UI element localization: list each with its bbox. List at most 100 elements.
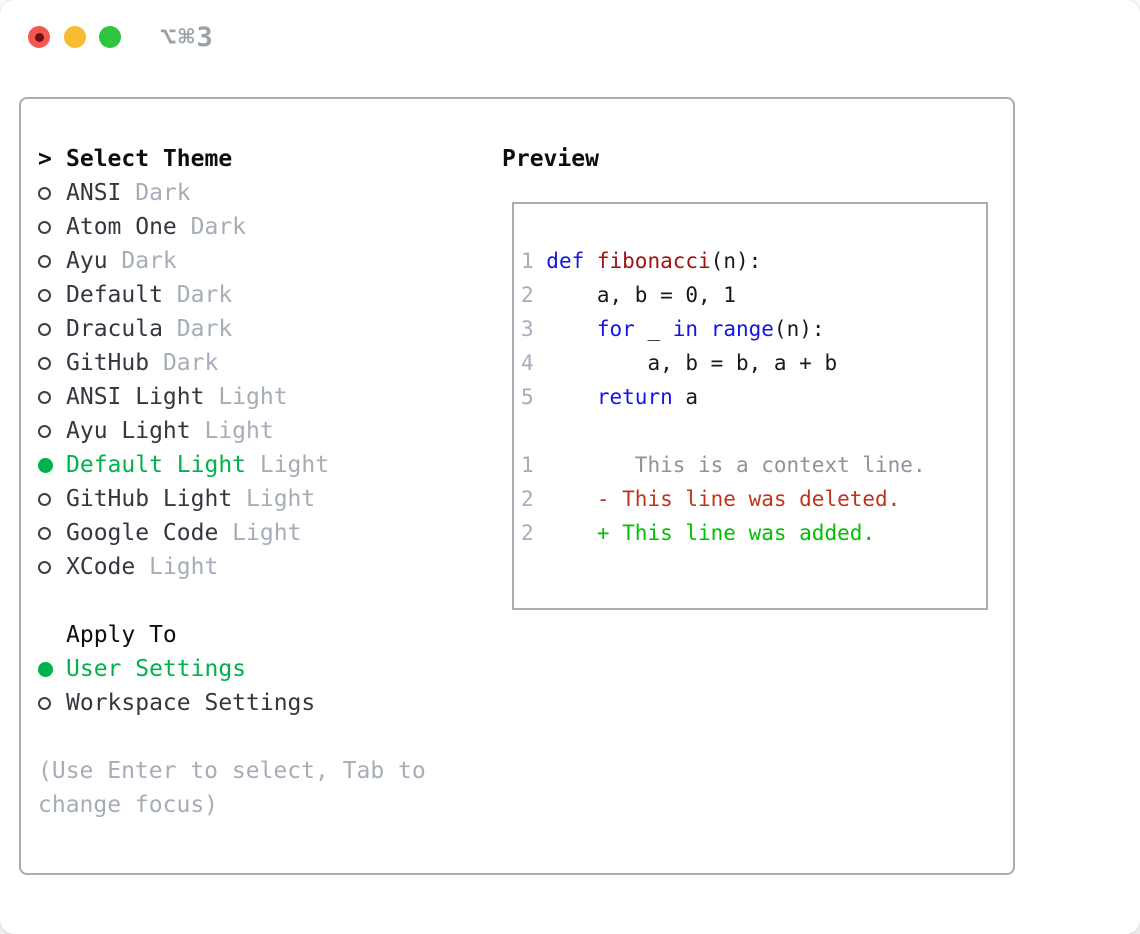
theme-list-header: >Select Theme [38,142,426,176]
code-segment-ln: 5 [521,385,547,409]
hint-line: change focus) [38,792,219,818]
code-line: 5 return a [521,380,986,414]
theme-option[interactable]: XCode Light [38,550,426,584]
theme-option[interactable]: Ayu Dark [38,244,426,278]
theme-option-text: XCode Light [66,550,218,584]
theme-option[interactable]: Default Light Light [38,448,426,482]
theme-option-text: ANSI Light Light [66,380,288,414]
theme-variant-tag: Dark [107,248,177,274]
code-segment-pl: a [672,385,699,409]
theme-name: Ayu [66,248,108,274]
hint-line: (Use Enter to select, Tab to [38,758,426,784]
radio-selected-icon [38,661,53,677]
theme-option[interactable]: Atom One Dark [38,210,426,244]
theme-variant-tag: Light [204,384,288,410]
theme-name: Google Code [66,520,219,546]
theme-option-text: Dracula Dark [66,312,232,346]
code-segment-kw: for [596,317,635,341]
theme-name: Default [66,282,163,308]
theme-variant-tag: Light [218,520,302,546]
zoom-button[interactable] [99,26,121,48]
minimize-button[interactable] [64,26,86,48]
theme-option[interactable]: Google Code Light [38,516,426,550]
code-segment-pl: a, b = 0, 1 [546,283,736,307]
theme-name: Default Light [66,452,247,478]
close-dot-icon [34,32,44,42]
radio-unselected-icon [38,220,51,234]
radio-unselected-icon [38,254,51,268]
code-segment-pl [698,317,711,341]
code-segment-del: - This line was deleted. [596,487,901,511]
theme-option-text: ANSI Dark [66,176,191,210]
radio-box [38,686,66,720]
apply-to-header: Apply To [38,618,426,652]
theme-variant-tag: Light [232,486,316,512]
theme-option[interactable]: Dracula Dark [38,312,426,346]
radio-selected-icon [38,457,53,473]
radio-unselected-icon [38,390,51,404]
theme-variant-tag: Light [246,452,330,478]
code-line: 1 This is a context line. [521,448,986,482]
radio-box [38,448,66,482]
code-segment-ln: 4 [521,351,547,375]
code-segment-pl: a, b = b, a + b [546,351,838,375]
theme-option[interactable]: GitHub Dark [38,346,426,380]
code-segment-pl [534,487,597,511]
code-segment-pl [534,521,597,545]
radio-box [38,652,66,686]
theme-variant-tag: Light [135,554,219,580]
close-button[interactable] [28,26,50,48]
apply-to-title: Apply To [66,622,177,648]
radio-box [38,346,66,380]
theme-option-text: GitHub Dark [66,346,218,380]
radio-unselected-icon [38,492,51,506]
theme-option-text: Atom One Dark [66,210,246,244]
radio-unselected-icon [38,356,51,370]
code-segment-add: + This line was added. [596,521,876,545]
theme-option[interactable]: Ayu Light Light [38,414,426,448]
code-line: 4 a, b = b, a + b [521,346,986,380]
theme-option-text: Default Light Light [66,448,329,482]
theme-option-text: Google Code Light [66,516,301,550]
apply-to-option[interactable]: User Settings [38,652,426,686]
theme-option-text: Ayu Dark [66,244,177,278]
radio-box [38,516,66,550]
hint-text: (Use Enter to select, Tab to [38,754,426,788]
code-line: 2 + This line was added. [521,516,986,550]
code-segment-kw: range [710,317,774,341]
code-segment-ln: 2 [521,283,547,307]
code-segment-ln: 2 [521,521,534,545]
icon-spacer [38,618,66,652]
theme-option[interactable]: Default Dark [38,278,426,312]
code-line: 2 - This line was deleted. [521,482,986,516]
theme-name: Dracula [66,316,163,342]
radio-unselected-icon [38,424,51,438]
radio-box [38,550,66,584]
theme-option[interactable]: ANSI Light Light [38,380,426,414]
theme-name: Atom One [66,214,177,240]
theme-option-text: Default Dark [66,278,232,312]
theme-variant-tag: Dark [162,316,233,342]
apply-to-option[interactable]: Workspace Settings [38,686,426,720]
code-segment-pl: _ [634,317,673,341]
theme-variant-tag: Dark [149,350,219,376]
spacer-row [38,720,426,754]
code-line: 3 for _ in range(n): [521,312,986,346]
theme-name: GitHub Light [66,486,233,512]
code-segment-ln: 1 [521,453,534,477]
code-segment-ln: 1 [521,249,547,273]
radio-box [38,210,66,244]
code-segment-kw: in [672,317,699,341]
theme-name: GitHub [66,350,150,376]
radio-unselected-icon [38,288,51,302]
code-segment-kw: def [546,249,597,273]
radio-box [38,414,66,448]
radio-box [38,312,66,346]
theme-option[interactable]: ANSI Dark [38,176,426,210]
code-segment-pl [546,317,597,341]
theme-name: ANSI [66,180,122,206]
theme-option[interactable]: GitHub Light Light [38,482,426,516]
theme-name: XCode [66,554,136,580]
